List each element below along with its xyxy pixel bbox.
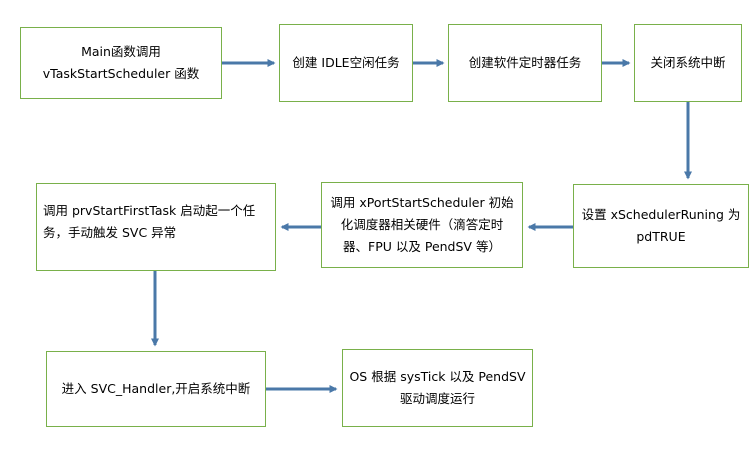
node-disable-interrupts-text: 关闭系统中断: [650, 55, 726, 70]
node-create-idle-task: 创建 IDLE空闲任务: [279, 24, 413, 102]
node-os-scheduling: OS 根据 sysTick 以及 PendSV 驱动调度运行: [342, 349, 533, 427]
node-create-timer-task-text: 创建软件定时器任务: [468, 55, 582, 70]
node-port-start-scheduler-text: 调用 xPortStartScheduler 初始 化调度器相关硬件（滴答定时 …: [330, 195, 514, 254]
node-create-timer-task: 创建软件定时器任务: [448, 24, 602, 102]
node-disable-interrupts: 关闭系统中断: [634, 24, 742, 102]
node-main-call: Main函数调用 vTaskStartScheduler 函数: [20, 27, 222, 99]
node-create-idle-task-text: 创建 IDLE空闲任务: [292, 55, 400, 70]
node-main-call-text: Main函数调用 vTaskStartScheduler 函数: [42, 44, 200, 81]
node-svc-handler: 进入 SVC_Handler,开启系统中断: [46, 351, 266, 427]
node-set-scheduler-running-text: 设置 xSchedulerRuning 为 pdTRUE: [581, 207, 741, 244]
node-port-start-scheduler: 调用 xPortStartScheduler 初始 化调度器相关硬件（滴答定时 …: [321, 182, 523, 268]
node-svc-handler-text: 进入 SVC_Handler,开启系统中断: [61, 381, 251, 396]
node-start-first-task: 调用 prvStartFirstTask 启动起一个任 务，手动触发 SVC 异…: [36, 183, 276, 271]
node-set-scheduler-running: 设置 xSchedulerRuning 为 pdTRUE: [573, 184, 749, 268]
node-os-scheduling-text: OS 根据 sysTick 以及 PendSV 驱动调度运行: [349, 369, 526, 406]
node-start-first-task-text: 调用 prvStartFirstTask 启动起一个任 务，手动触发 SVC 异…: [43, 203, 256, 240]
